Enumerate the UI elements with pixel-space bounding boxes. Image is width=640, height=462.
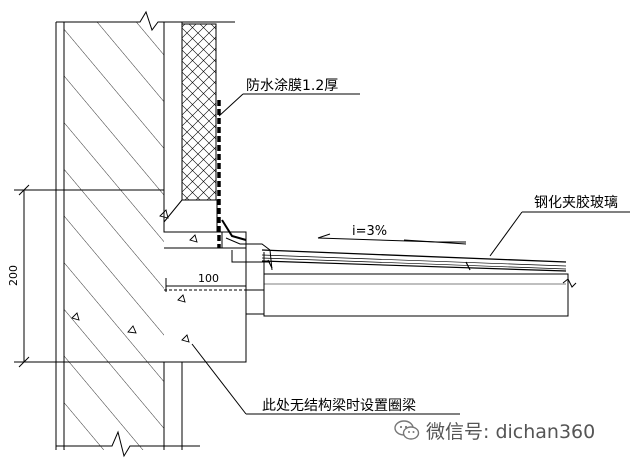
- support-beam: [263, 273, 569, 317]
- slope-label: i=3%: [352, 224, 387, 239]
- waterproof-coating-label: 防水涂膜1.2厚: [246, 78, 338, 94]
- leader-ring-beam: [191, 343, 460, 415]
- ring-beam: [164, 247, 265, 363]
- insulation-board: [181, 23, 217, 201]
- dimension-vertical: [14, 184, 164, 368]
- dimension-vertical-label: 200: [7, 265, 20, 286]
- tempered-glass-label: 钢化夹胶玻璃: [534, 194, 618, 211]
- ring-beam-note-label: 此处无结构梁时设置圈梁: [262, 398, 416, 414]
- metal-flashing: [231, 249, 273, 271]
- masonry-wall: [55, 22, 183, 450]
- glass-roof: [261, 249, 567, 272]
- watermark-text: 微信号: dichan360: [426, 420, 596, 443]
- watermark: 微信号: dichan360: [394, 416, 595, 444]
- dimension-horizontal-label: 100: [198, 272, 219, 285]
- waterproof-coating-line: [217, 100, 271, 251]
- concrete-aggregate: [71, 209, 198, 343]
- slope-arrows: [317, 233, 467, 245]
- wechat-icon: [394, 420, 420, 440]
- leader-waterproof: [218, 93, 360, 117]
- leader-glass: [489, 211, 630, 257]
- dimension-horizontal: [165, 278, 247, 292]
